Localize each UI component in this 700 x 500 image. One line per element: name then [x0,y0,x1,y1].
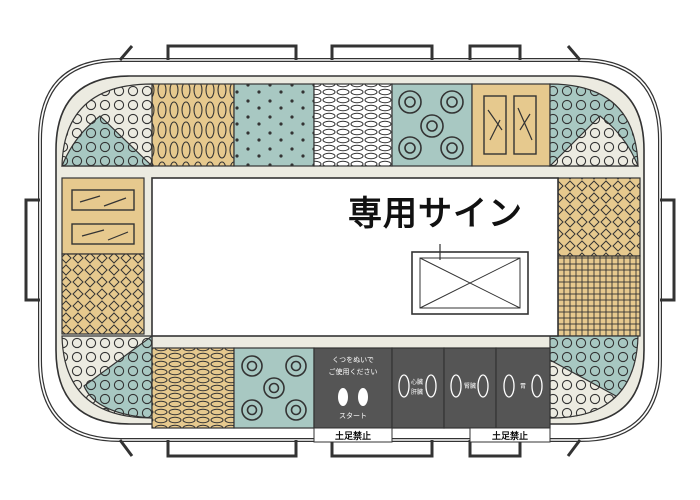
start-text-line1: くつをぬいで [332,356,374,364]
corner-bottom-left [61,334,153,419]
rail-posts [24,44,676,458]
corner-top-left [61,83,154,167]
panel-bamboo [471,83,551,167]
foot-label-stomach: 胃 [520,383,526,390]
start-text-line2: ご使用ください [329,367,378,376]
panel-foot-stomach [495,347,551,429]
foot-label-liver: 肝臓 [411,388,423,396]
top-row [151,83,551,167]
footprints-start-icon [338,388,368,406]
foot-label-heart: 心臓 [411,378,423,386]
panel-rings [391,83,473,167]
foot-label-kidney: 腎臓 [464,382,476,390]
no-shoes-label-right: 土足禁止 [492,430,528,442]
sign-title: 専用サイン [348,194,523,234]
no-shoes-label-left: 土足禁止 [335,430,371,442]
foot-outline-icons [398,374,543,398]
corner-top-right [548,83,639,167]
left-column [61,177,145,335]
corner-bottom-right [549,335,639,419]
start-label: スタート [339,411,367,420]
panel-rings-bottom [233,347,315,429]
inner-area [151,177,559,337]
right-column [557,177,641,337]
no-shoes-strip-right [469,427,551,443]
bottom-row [151,347,551,443]
no-shoes-strip-left [313,427,393,443]
panel-start [313,347,393,429]
sign-placeholder-icon [411,244,529,315]
